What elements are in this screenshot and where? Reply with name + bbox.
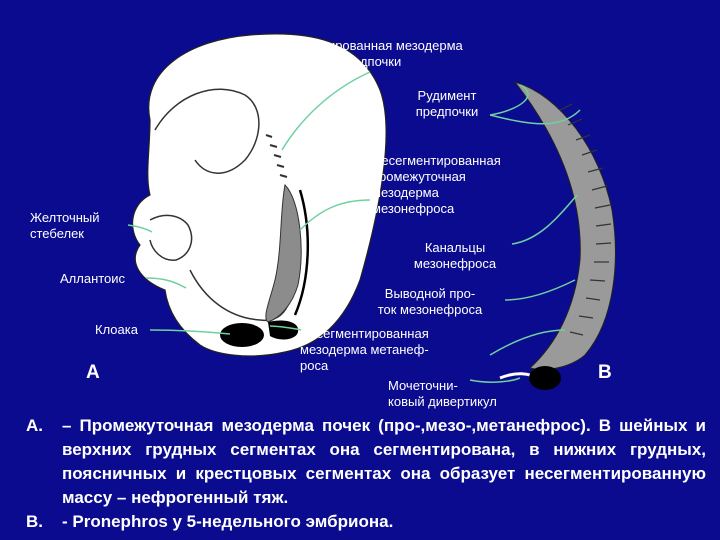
caption-text-b: - Pronephros у 5-недельного эмбриона. [62, 510, 706, 534]
cloaca-mass [220, 323, 264, 347]
caption-marker-b: В. [26, 510, 62, 534]
label-segmented-mesoderm: Сегментированная мезодерма предпочки [232, 38, 508, 70]
panel-a-letter: А [86, 362, 100, 384]
label-yolk-stalk: Желточный стебелек [30, 210, 140, 242]
caption-item-b: В. - Pronephros у 5-недельного эмбриона. [26, 510, 706, 534]
caption-text-a: – Промежуточная мезодерма почек (про-,ме… [62, 414, 706, 510]
label-duct: Выводной про- ток мезонефроса [345, 286, 515, 318]
label-unsegmented-metanephros: Несегментированная мезодерма метанеф- ро… [300, 326, 480, 374]
metanephric-mass [268, 320, 298, 339]
label-cloaca: Клоака [95, 322, 165, 338]
label-allantois: Аллантоис [60, 271, 160, 287]
label-tubules: Канальцы мезонефроса [385, 240, 525, 272]
label-ureteric-bud: Мочеточни- ковый дивертикул [388, 378, 548, 410]
label-unsegmented-mesonephros: Несегментированная промежуточная мезодер… [372, 153, 547, 217]
caption: А. – Промежуточная мезодерма почек (про-… [26, 414, 706, 534]
panel-b-letter: В [598, 362, 612, 384]
label-rudiment: Рудимент предпочки [392, 88, 502, 120]
caption-marker-a: А. [26, 414, 62, 510]
caption-item-a: А. – Промежуточная мезодерма почек (про-… [26, 414, 706, 510]
